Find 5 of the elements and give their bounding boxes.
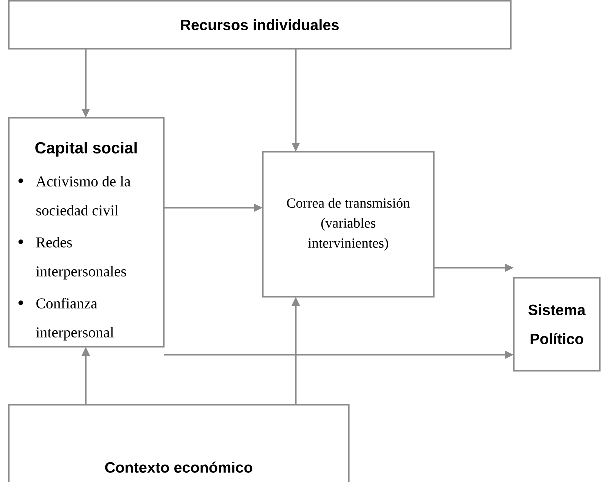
text-box: Contexto económico <box>8 404 350 482</box>
text-box: Recursos individuales <box>8 0 512 50</box>
text-box: Correa de transmisión (variables intervinientes) <box>262 151 435 298</box>
text-box: Capital social Activismo de la sociedad civil Redes interpersonales Confianza interpersonal <box>8 117 165 348</box>
text-box: Sistema Político <box>513 277 601 372</box>
